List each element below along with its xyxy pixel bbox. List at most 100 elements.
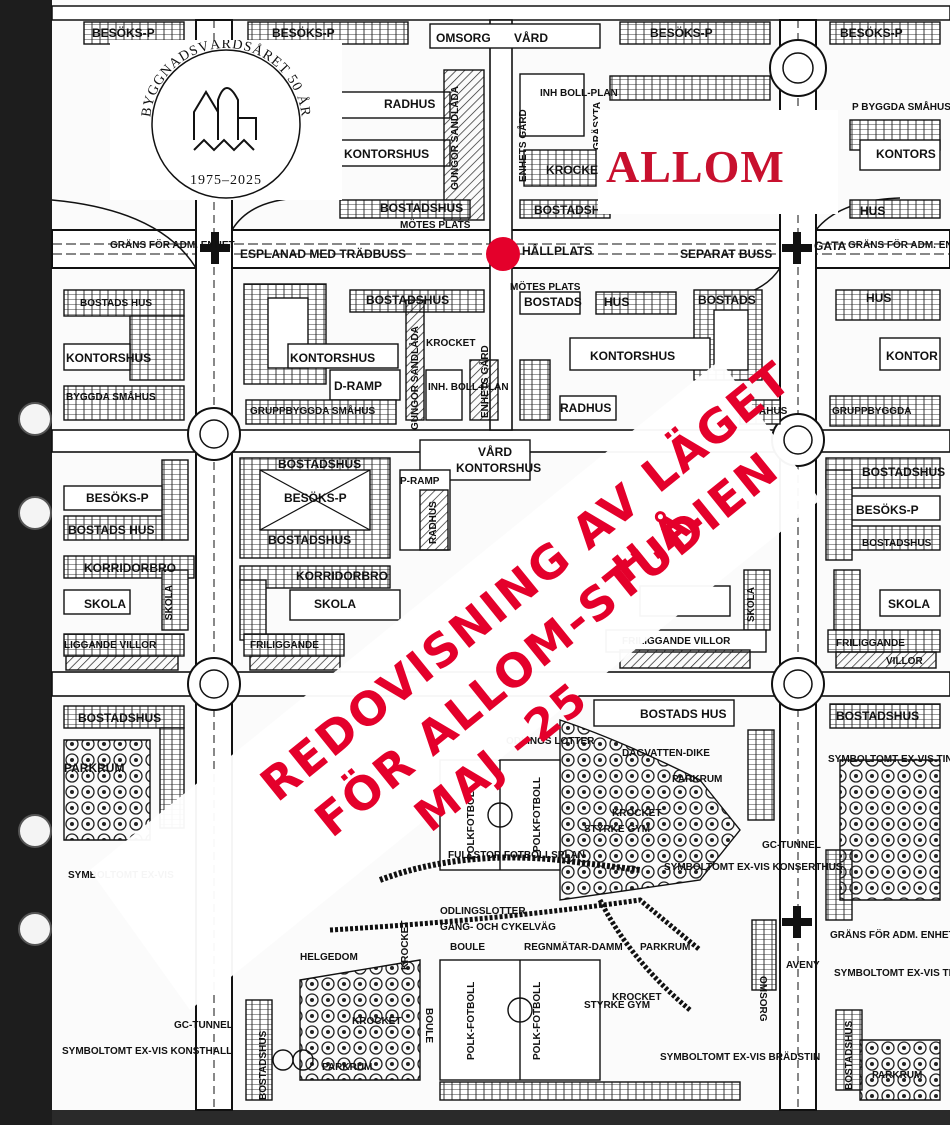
map-label: STYRKE GYM [584, 1000, 650, 1011]
map-label: GRUPPBYGGDA [832, 406, 911, 417]
map-label: SKOLA [888, 597, 930, 611]
punch-hole [18, 496, 52, 530]
map-label: GRUPPBYGGDA SMÅHUS [250, 404, 376, 417]
map-label: SKOLA [314, 597, 356, 611]
map-label: POLK-FOTBOLL [466, 982, 477, 1060]
map-label: PARKRUM [322, 1062, 372, 1073]
map-label: SYMBOLTOMT EX-VIS TEATER [834, 968, 950, 979]
map-label: MÖTES PLATS [400, 218, 471, 231]
map-label: ODLINGSLOTTER [440, 906, 526, 917]
map-label: INH. BOLL-PLAN [428, 382, 509, 393]
map-label: BOULE [450, 942, 485, 953]
map-label: KORRIDORBRO [84, 561, 176, 575]
map-label: PARKRUM [640, 942, 690, 953]
map-label: BOSTADSHUS [278, 457, 361, 471]
map-label: OMSORG [757, 976, 768, 1022]
map-label: BOSTADSHUS [862, 465, 945, 479]
map-label: RADHUS [428, 501, 439, 544]
map-label: BESÖKS-P [92, 25, 155, 40]
map-label: MÖTES PLATS [510, 280, 581, 293]
punch-hole [18, 402, 52, 436]
map-label: ENHETS GÅRD [516, 109, 529, 182]
map-label: KROCKET [426, 338, 475, 349]
map-label: SKOLA [84, 597, 126, 611]
map-label: KROCKET [352, 1016, 401, 1027]
map-label: STYRKE GYM [584, 824, 650, 835]
location-marker [486, 237, 520, 271]
map-label: BOSTADSHUS [258, 1030, 269, 1100]
map-label: FRILIGGANDE [250, 640, 319, 651]
map-label: FRILIGGANDE VILLOR [622, 636, 731, 647]
map-label: VILLOR [886, 656, 923, 667]
map-label: BOSTADS [698, 293, 756, 307]
map-label: KONTOR [886, 349, 938, 363]
map-label: GÅNG- OCH CYKELVÄG [440, 920, 556, 933]
map-label: BOSTADS HUS [640, 707, 726, 721]
map-label: KROCKET [612, 808, 661, 819]
map-label: GC-TUNNEL [174, 1020, 233, 1031]
map-label: BOULE [423, 1008, 434, 1043]
building-blocks [63, 21, 941, 1101]
map-label: DAGVATTEN-DIKE [622, 748, 710, 759]
map-label: BESÖKS-P [856, 502, 919, 517]
map-label: RADHUS [384, 97, 435, 111]
map-label: GUNGOR SANDLÅDA [408, 326, 421, 430]
map-label: KONTORSHUS [290, 351, 375, 365]
map-label: KONTORSHUS [344, 147, 429, 161]
map-label: GRÄNS FÖR ADM. ENHET [830, 928, 950, 941]
map-label: BESÖKS-P [840, 25, 903, 40]
map-label: HELGEDOM [300, 952, 358, 963]
map-label: GATA [814, 239, 847, 253]
map-label: SYMBOLTOMT EX-VIS KONSTHALL [62, 1046, 232, 1057]
map-label: BOSTADSHUS [844, 1020, 855, 1090]
map-label: KONTORSHUS [66, 351, 151, 365]
map-label: LIGGANDE VILLOR [64, 640, 157, 651]
map-label: POLKFOTBOLL [466, 785, 477, 860]
map-label: KONTORS [876, 147, 936, 161]
map-label: SYMBOLTOMT EX-VIS BRÄDSTIN [660, 1050, 820, 1063]
map-label: AVENY [786, 960, 820, 971]
map-label: BOSTADSHUS [268, 533, 351, 547]
map-label: PARKRUM [672, 774, 722, 785]
map-label: BESÖKS-P [272, 25, 335, 40]
map-label: BOSTADSHUS [380, 201, 463, 215]
punch-hole [18, 814, 52, 848]
page-title: ALLOM [606, 141, 785, 192]
stamp-arc-text: BYGGNADSVÅRDSÅRET 50 ÅR [139, 40, 313, 118]
map-label: HUS [866, 291, 891, 305]
map-label: FRILIGGANDE [836, 638, 905, 649]
map-label: KONTORSHUS [590, 349, 675, 363]
map-label: P-RAMP [400, 476, 440, 487]
map-label: BOSTADSHUS [836, 709, 919, 723]
map-label: GUNGOR SANDLÅDA [448, 86, 461, 190]
map-label: VÅRD [478, 444, 512, 459]
map-label: OMSORG [436, 31, 491, 45]
stamp-years: 1975–2025 [190, 173, 262, 188]
map-label: INH BOLL-PLAN [540, 88, 618, 99]
map-label: P BYGGDA SMÅHUS [852, 100, 950, 113]
map-label: BESÖKS-P [284, 490, 347, 505]
title-backdrop [598, 110, 838, 214]
map-label: REGNMÄTAR-DAMM [524, 940, 623, 953]
map-label: SEPARAT BUSS [680, 247, 772, 261]
boundary-markers [200, 232, 812, 938]
map-label: BOSTADSHUS [534, 203, 617, 217]
map-label: SKOLA [164, 585, 175, 620]
map-label: PARKRUM [872, 1070, 922, 1081]
map-label: KONTORSHUS [456, 461, 541, 475]
map-label: BYGGDA SMÅHUS [66, 390, 156, 403]
binder-strip [0, 0, 52, 1125]
map-label: ODLINGS LOTTER [506, 736, 595, 747]
map-label: D-RAMP [334, 379, 382, 393]
map-label: BOSTADS [524, 295, 582, 309]
map-label: KROCKET [400, 921, 411, 970]
anniversary-stamp: BYGGNADSVÅRDSÅRET 50 ÅR 1975–2025 [110, 36, 342, 200]
map-label: HUS [860, 204, 885, 218]
map-label: KROCKET [612, 992, 661, 1003]
punch-hole [18, 912, 52, 946]
map-label: BOSTADS HUS [68, 523, 154, 537]
map-label: KROCKET [546, 163, 606, 177]
map-label: BESÖKS-P [86, 490, 149, 505]
